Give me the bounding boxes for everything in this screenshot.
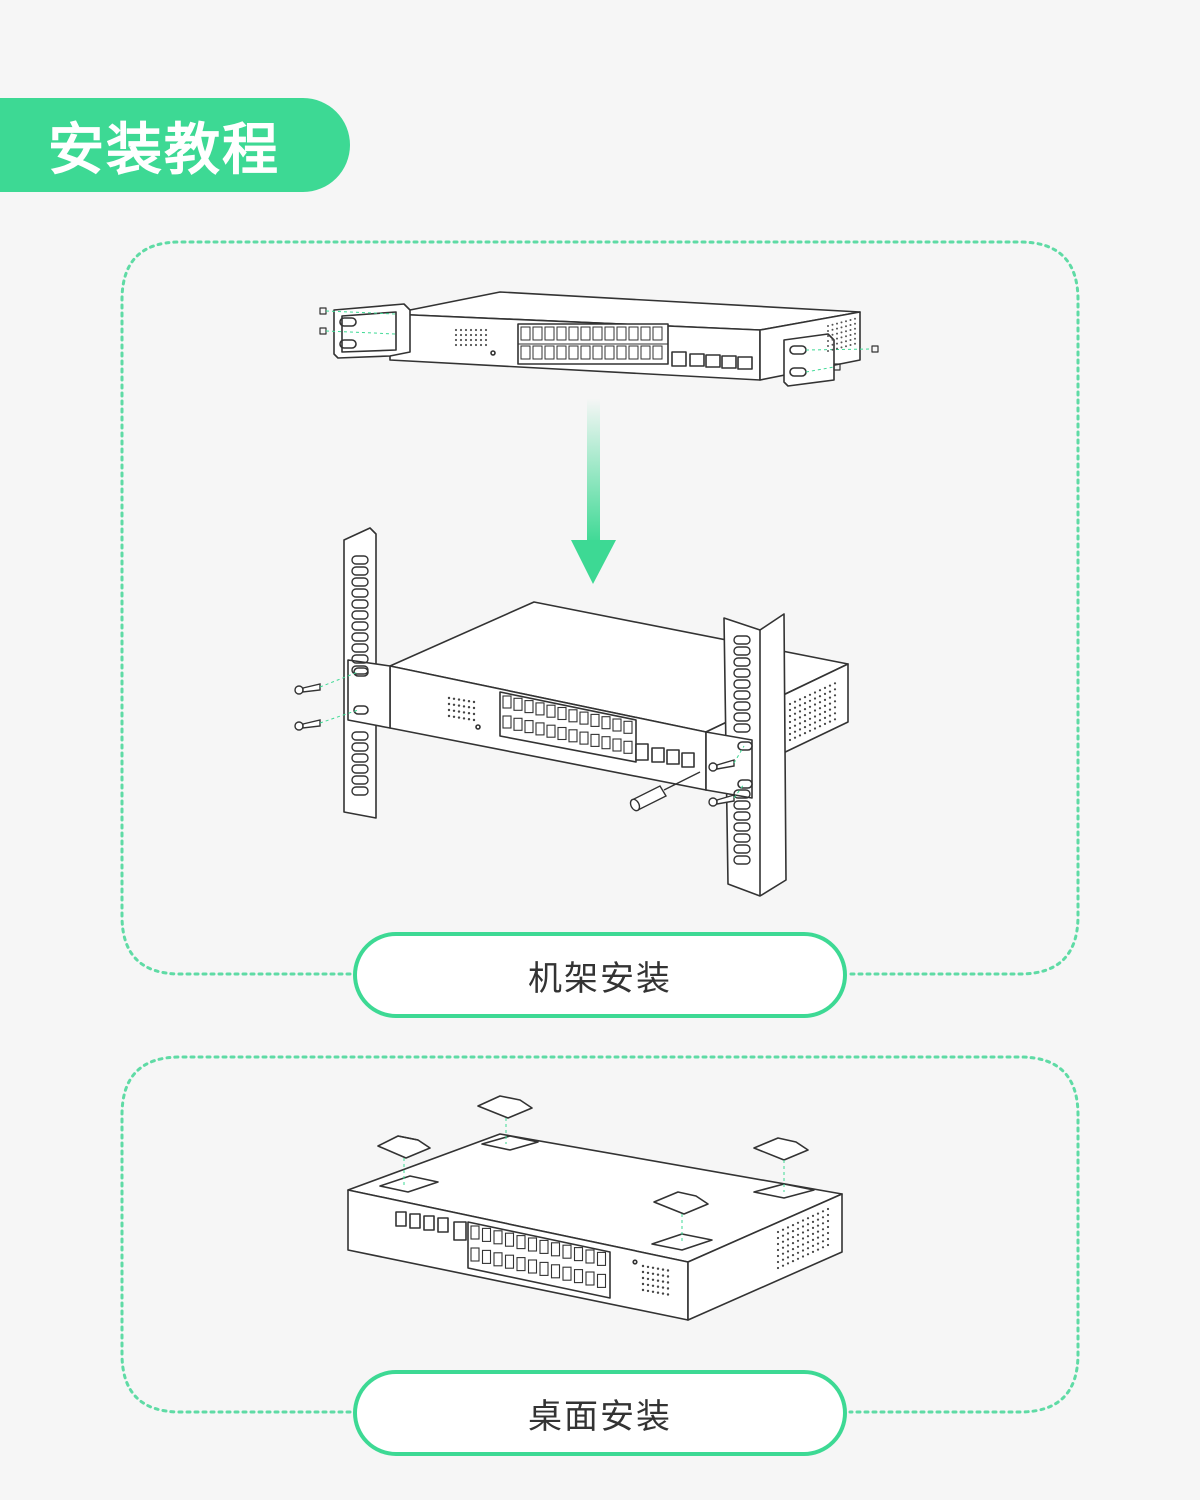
screwdriver-icon [629,771,701,812]
rack-switch-vents [447,682,837,742]
desktop-switch [347,1133,843,1321]
left-rack-slots [351,555,369,796]
rack-mounted-switch [343,527,849,897]
switch-with-brackets [319,291,879,387]
section-header: 安装教程 [0,98,350,192]
right-rack-slots [733,635,751,865]
desk-install-text: 桌面安装 [528,1396,672,1437]
rack-install-label: 机架安装 [353,932,847,1018]
rack-section-frame [120,240,1080,976]
down-arrow-icon [571,398,616,584]
rack-install-text: 机架安装 [528,958,672,999]
top-switch-vents [454,317,856,352]
desk-install-label: 桌面安装 [353,1370,847,1456]
desk-switch-vents [641,1207,830,1296]
page-title: 安装教程 [48,117,280,183]
desk-section-frame [120,1055,1080,1414]
rubber-feet [377,1095,809,1215]
screw-icon [294,683,735,807]
desk-switch-ports [470,1225,607,1288]
top-switch-ports [520,326,663,360]
rack-switch-ports [502,695,633,754]
